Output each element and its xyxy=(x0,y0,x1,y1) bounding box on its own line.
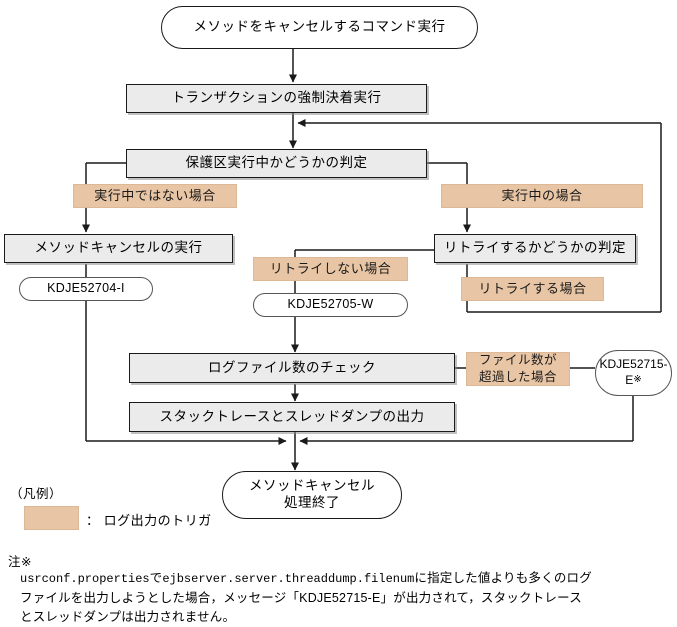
footnote-line-3: とスレッドダンプは出力されません。 xyxy=(20,609,236,624)
process-log-file-count-check-label: ログファイル数のチェック xyxy=(208,359,376,375)
tag-no-retry: リトライしない場合 xyxy=(253,257,408,281)
footnote-body: usrconf.propertiesでejbserver.server.thre… xyxy=(20,569,660,627)
decision-retry: リトライするかどうかの判定 xyxy=(434,234,636,263)
process-method-cancel-exec: メソッドキャンセルの実行 xyxy=(4,234,233,263)
process-log-file-count-check: ログファイル数のチェック xyxy=(129,353,455,383)
message-kdje52705w: KDJE52705-W xyxy=(253,293,408,317)
message-kdje52704i-label: KDJE52704-I xyxy=(47,281,125,296)
tag-running-label: 実行中の場合 xyxy=(501,187,583,203)
end-terminator-line2: 処理終了 xyxy=(284,495,340,510)
process-stacktrace-threaddump: スタックトレースとスレッドダンプの出力 xyxy=(129,402,455,432)
message-kdje52715e-line2: E※ xyxy=(625,373,642,387)
footnote-prop-file: usrconf.properties xyxy=(20,572,150,586)
tag-no-retry-label: リトライしない場合 xyxy=(269,260,392,276)
tag-retry: リトライする場合 xyxy=(461,277,604,301)
decision-protected-area-label: 保護区実行中かどうかの判定 xyxy=(185,155,368,171)
message-kdje52715e: KDJE52715- E※ xyxy=(595,350,672,396)
footnote-line-1: usrconf.propertiesでejbserver.server.thre… xyxy=(20,569,660,589)
legend-title: （凡例） xyxy=(10,487,63,501)
message-kdje52715e-line1: KDJE52715- xyxy=(599,357,668,372)
footnote-line-2: ファイルを出力しようとした場合，メッセージ「KDJE52715-E」が出力されて… xyxy=(20,590,582,605)
footnote-heading: 注※ xyxy=(8,555,32,569)
start-terminator-label: メソッドをキャンセルするコマンド実行 xyxy=(193,19,446,35)
end-terminator: メソッドキャンセル 処理終了 xyxy=(222,471,402,519)
decision-protected-area: 保護区実行中かどうかの判定 xyxy=(126,149,427,178)
tag-file-count-exceeded-line2: 超過した場合 xyxy=(478,370,557,384)
tag-retry-label: リトライする場合 xyxy=(478,280,587,296)
message-kdje52704i: KDJE52704-I xyxy=(19,277,153,301)
process-stacktrace-threaddump-label: スタックトレースとスレッドダンプの出力 xyxy=(159,408,425,424)
process-force-settle: トランザクションの強制決着実行 xyxy=(126,84,427,113)
decision-retry-label: リトライするかどうかの判定 xyxy=(444,240,626,256)
legend-swatch-label: ： ログ出力のトリガ xyxy=(86,513,212,528)
message-kdje52705w-label: KDJE52705-W xyxy=(287,297,374,312)
footnote-prop-key: ejbserver.server.threaddump.filenum xyxy=(162,572,415,586)
tag-file-count-exceeded: ファイル数が 超過した場合 xyxy=(466,352,570,386)
tag-not-running-label: 実行中ではない場合 xyxy=(94,187,216,203)
process-force-settle-label: トランザクションの強制決着実行 xyxy=(171,90,382,106)
tag-running: 実行中の場合 xyxy=(441,184,643,208)
process-method-cancel-exec-label: メソッドキャンセルの実行 xyxy=(34,240,203,256)
footnote-line1-d: に指定した値よりも多くのログ xyxy=(414,571,592,585)
legend-swatch xyxy=(24,506,79,530)
end-terminator-line1: メソッドキャンセル xyxy=(249,478,375,494)
tag-file-count-exceeded-line1: ファイル数が xyxy=(478,353,557,368)
start-terminator: メソッドをキャンセルするコマンド実行 xyxy=(161,6,478,49)
footnote-marker-icon: ※ xyxy=(633,374,642,385)
footnote-line1-b: で xyxy=(149,571,163,585)
tag-not-running: 実行中ではない場合 xyxy=(73,184,237,208)
